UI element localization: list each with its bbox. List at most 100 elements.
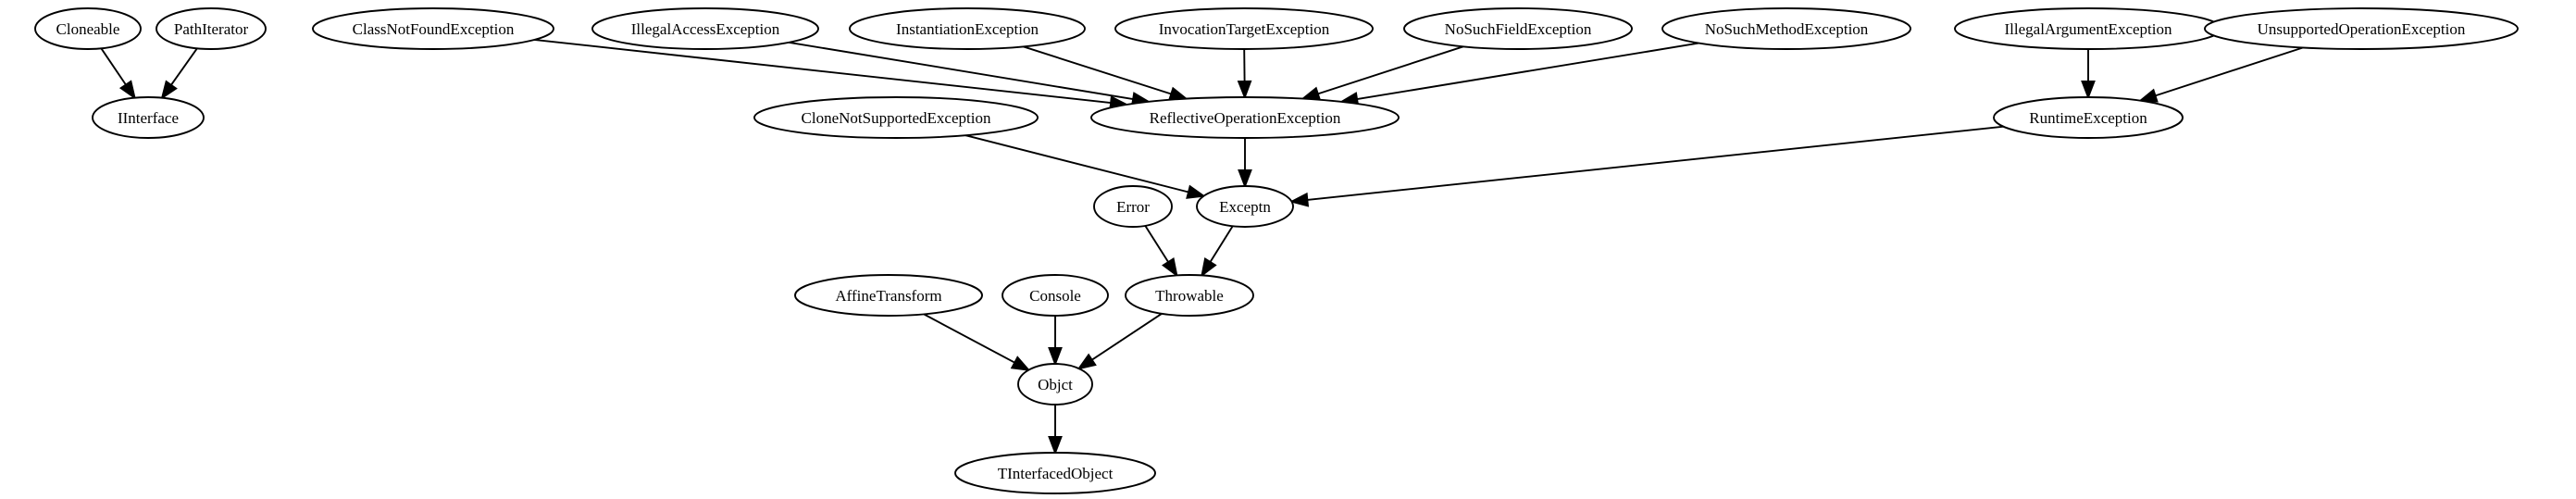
- node-label: CloneNotSupportedException: [802, 109, 991, 127]
- node-label: ClassNotFoundException: [353, 20, 515, 38]
- node-ellipse: [1093, 185, 1173, 228]
- edge-line: [2155, 46, 2304, 97]
- node-ellipse: [156, 7, 267, 50]
- edge-reflectiveop-to-exceptn: [1238, 138, 1252, 189]
- node-affinetransform: AffineTransform: [794, 274, 983, 317]
- node-illegalaccess: IllegalAccessException: [591, 7, 819, 50]
- edge-line: [1209, 225, 1234, 263]
- arrowhead-icon: [1201, 257, 1217, 278]
- node-label: PathIterator: [174, 20, 249, 38]
- node-ellipse: [753, 96, 1039, 139]
- node-illegalargument: IllegalArgumentException: [1954, 7, 2222, 50]
- node-ellipse: [1114, 7, 1374, 50]
- node-objct: Objct: [1017, 363, 1093, 405]
- node-console: Console: [1002, 274, 1109, 317]
- edge-line: [1023, 45, 1172, 95]
- node-ellipse: [1090, 96, 1400, 139]
- arrowhead-icon: [1162, 257, 1178, 278]
- node-label: IllegalArgumentException: [2005, 20, 2172, 38]
- edge-error-to-throwable: [1144, 225, 1178, 278]
- edge-line: [1307, 125, 2004, 201]
- edge-line: [1091, 313, 1163, 361]
- node-ellipse: [1125, 274, 1254, 317]
- node-nosuchmethod: NoSuchMethodException: [1661, 7, 1911, 50]
- node-label: Exceptn: [1219, 198, 1271, 216]
- arrowhead-icon: [1288, 192, 1310, 207]
- node-ellipse: [1002, 274, 1109, 317]
- node-instantiation: InstantiationException: [849, 7, 1086, 50]
- node-cloneable: Cloneable: [34, 7, 142, 50]
- node-unsupportedop: UnsupportedOperationException: [2204, 7, 2519, 50]
- node-label: RuntimeException: [2029, 109, 2147, 127]
- node-nosuchfield: NoSuchFieldException: [1403, 7, 1633, 50]
- node-throwable: Throwable: [1125, 274, 1254, 317]
- arrowhead-icon: [1048, 347, 1063, 367]
- edge-nosuchmethod-to-reflectiveop: [1338, 42, 1699, 106]
- arrowhead-icon: [1048, 436, 1063, 455]
- edge-throwable-to-objct: [1076, 313, 1163, 370]
- node-label: NoSuchMethodException: [1705, 20, 1869, 38]
- edge-line: [1317, 45, 1464, 95]
- node-label: AffineTransform: [835, 287, 941, 305]
- node-ellipse: [591, 7, 819, 50]
- arrowhead-icon: [1010, 356, 1031, 371]
- edge-line: [170, 47, 198, 86]
- node-ellipse: [1017, 363, 1093, 405]
- node-label: Objct: [1038, 376, 1073, 393]
- node-invocationtarget: InvocationTargetException: [1114, 7, 1374, 50]
- node-ellipse: [849, 7, 1086, 50]
- node-ellipse: [1661, 7, 1911, 50]
- node-error: Error: [1093, 185, 1173, 228]
- arrowhead-icon: [1237, 80, 1252, 100]
- node-label: Error: [1116, 198, 1150, 216]
- node-exceptn: Exceptn: [1196, 185, 1294, 228]
- node-ellipse: [1403, 7, 1633, 50]
- node-ellipse: [312, 7, 554, 50]
- arrowhead-icon: [118, 80, 136, 100]
- node-label: NoSuchFieldException: [1445, 20, 1592, 38]
- arrowhead-icon: [2137, 88, 2159, 103]
- node-ellipse: [1196, 185, 1294, 228]
- node-label: InstantiationException: [896, 20, 1039, 38]
- edge-line: [1356, 42, 1699, 101]
- node-ellipse: [794, 274, 983, 317]
- arrowhead-icon: [1238, 169, 1252, 189]
- edge-line: [923, 313, 1015, 364]
- node-ellipse: [34, 7, 142, 50]
- edge-runtimeexception-to-exceptn: [1288, 125, 2004, 207]
- edge-line: [100, 47, 127, 86]
- node-pathiterator: PathIterator: [156, 7, 267, 50]
- edge-line: [534, 38, 1112, 105]
- edge-affinetransform-to-objct: [923, 313, 1031, 371]
- arrowhead-icon: [1186, 184, 1206, 199]
- edge-illegalargument-to-runtimeexception: [2081, 49, 2096, 100]
- node-ellipse: [92, 96, 205, 139]
- edge-clonenotsupported-to-exceptn: [964, 134, 1206, 199]
- node-label: IInterface: [118, 109, 179, 127]
- arrowhead-icon: [2081, 81, 2096, 100]
- node-runtimeexception: RuntimeException: [1993, 96, 2184, 139]
- edge-line: [964, 134, 1189, 193]
- node-tinterfacedobject: TInterfacedObject: [954, 452, 1156, 494]
- edge-objct-to-tinterfacedobject: [1048, 405, 1063, 455]
- node-label: UnsupportedOperationException: [2258, 20, 2466, 38]
- edge-instantiation-to-reflectiveop: [1023, 45, 1189, 101]
- node-label: InvocationTargetException: [1159, 20, 1330, 38]
- node-reflectiveop: ReflectiveOperationException: [1090, 96, 1400, 139]
- arrowhead-icon: [160, 80, 178, 100]
- node-label: ReflectiveOperationException: [1150, 109, 1341, 127]
- edge-exceptn-to-throwable: [1201, 225, 1234, 278]
- node-label: Cloneable: [56, 20, 120, 38]
- edge-nosuchfield-to-reflectiveop: [1300, 45, 1464, 101]
- arrowhead-icon: [1076, 353, 1097, 370]
- node-clonenotsupported: CloneNotSupportedException: [753, 96, 1039, 139]
- edge-cloneable-to-iinterface: [100, 47, 136, 100]
- edge-console-to-objct: [1048, 316, 1063, 367]
- node-ellipse: [954, 452, 1156, 494]
- arrowhead-icon: [1300, 86, 1322, 101]
- edge-invocationtarget-to-reflectiveop: [1237, 48, 1252, 100]
- node-label: IllegalAccessException: [631, 20, 780, 38]
- node-ellipse: [1993, 96, 2184, 139]
